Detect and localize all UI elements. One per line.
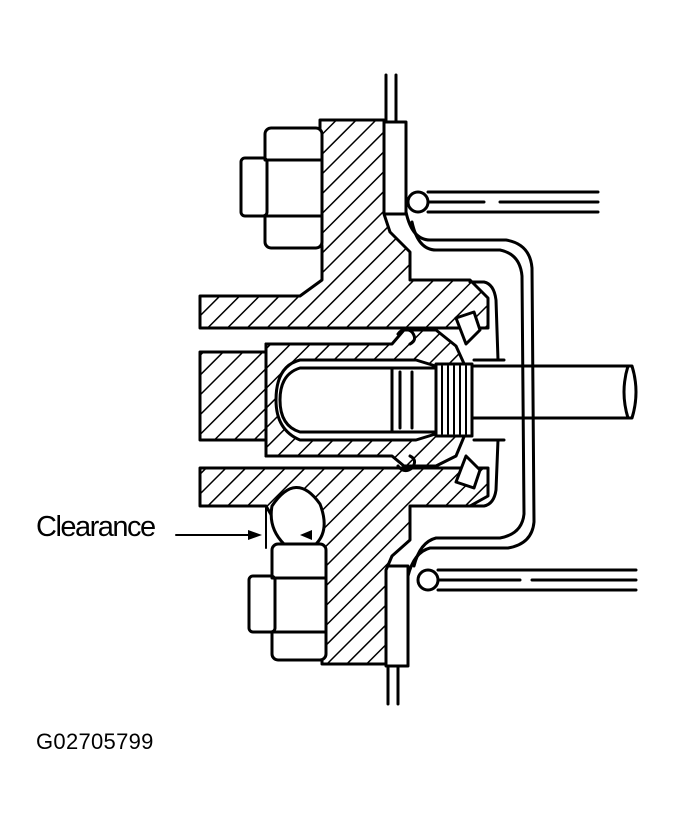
figure-id: G02705799 [36,729,154,754]
upper-bolt-head [239,126,324,250]
clearance-label: Clearance [36,511,156,543]
stub-shaft [198,328,468,468]
lower-tie-rod [416,568,638,592]
clearance-arrow [175,507,312,549]
lower-flange [198,466,490,666]
lower-bolt-head [247,542,328,662]
upper-flange [198,118,490,330]
housing-cover [404,210,536,578]
bearing-seal [396,310,482,490]
upper-tie-rod [406,190,600,214]
drive-shaft [278,362,638,438]
mounting-plate [382,73,410,706]
